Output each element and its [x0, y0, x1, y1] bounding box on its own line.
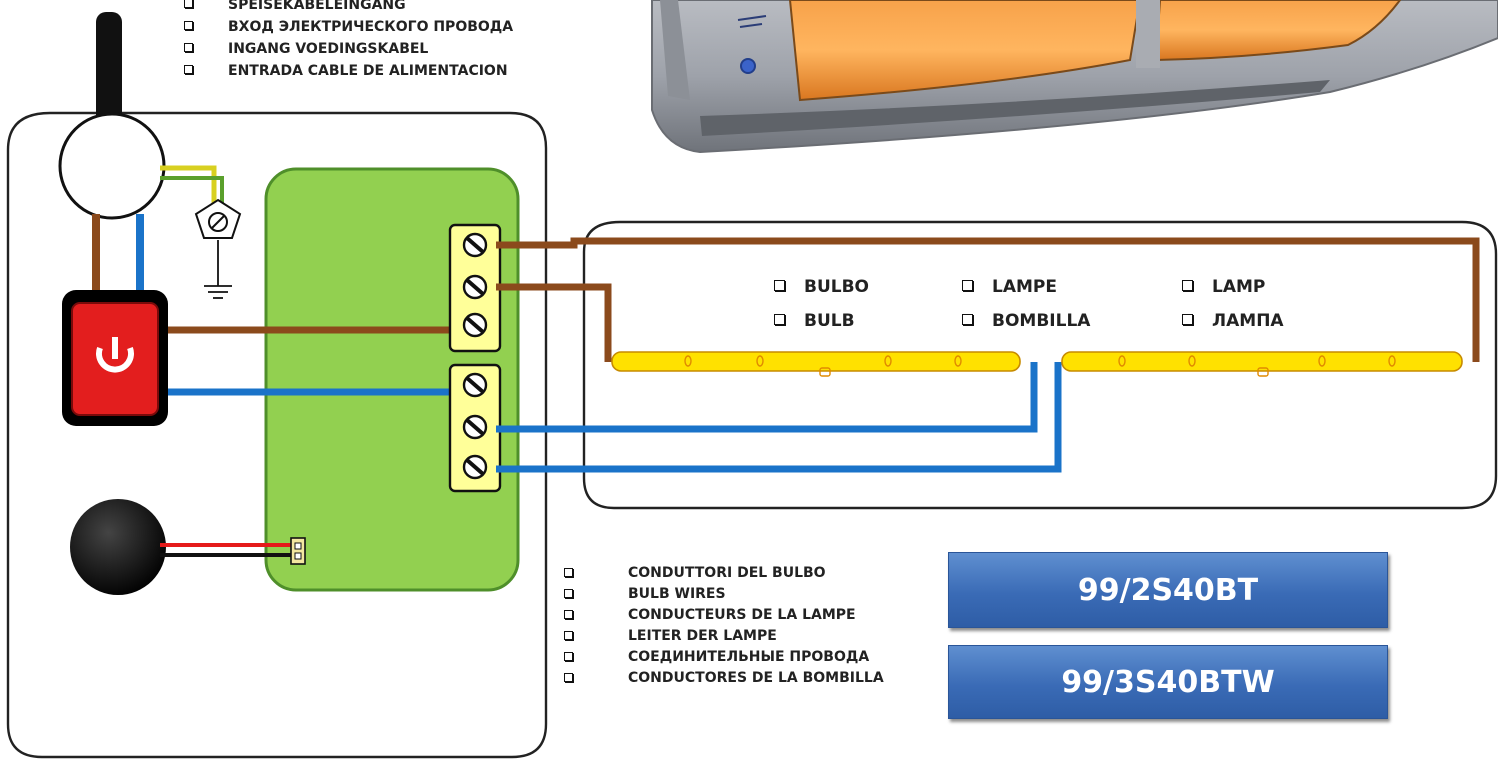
- label-item: CONDUCTEURS DE LA LAMPE: [548, 605, 884, 626]
- bulb-labels-col-2: LAMPE BOMBILLA: [948, 270, 1090, 338]
- heater-bulb-left: [611, 351, 1021, 377]
- sensor-knob: [70, 499, 166, 595]
- earth-symbol-icon: [194, 198, 242, 299]
- heater-image: [651, 0, 1498, 154]
- heater-indicator-light: [740, 58, 756, 74]
- bulb-live-wires: [496, 237, 1480, 362]
- label-item: ЛАМПА: [1168, 304, 1284, 338]
- label-item: ВХОД ЭЛЕКТРИЧЕСКОГО ПРОВОДА: [168, 16, 513, 38]
- bulb-labels-col-3: LAMP ЛАМПА: [1168, 270, 1284, 338]
- label-item: ENTRADA CABLE DE ALIMENTACION: [168, 60, 513, 82]
- model-number-badge: 99/3S40BTW: [948, 645, 1388, 719]
- label-item: СОЕДИНИТЕЛЬНЫЕ ПРОВОДА: [548, 647, 884, 668]
- label-item: LEITER DER LAMPE: [548, 626, 884, 647]
- label-item: BOMBILLA: [948, 304, 1090, 338]
- label-item: INGANG VOEDINGSKABEL: [168, 38, 513, 60]
- label-item: LAMP: [1168, 270, 1284, 304]
- earth-wire: [160, 165, 224, 212]
- label-item: CONDUCTORES DE LA BOMBILLA: [548, 668, 884, 689]
- power-cable: [96, 12, 122, 142]
- label-item: BULB: [760, 304, 869, 338]
- label-item: SPEISEKABELEINGANG: [168, 0, 513, 16]
- label-item: CONDUTTORI DEL BULBO: [548, 563, 884, 584]
- terminal-block-lower: [448, 363, 502, 493]
- power-switch-icon: [62, 290, 168, 426]
- bulb-wire-labels: CONDUTTORI DEL BULBO BULB WIRES CONDUCTE…: [548, 563, 884, 689]
- label-item: BULB WIRES: [548, 584, 884, 605]
- bulb-neutral-wires: [496, 362, 1062, 473]
- heater-bulb-right: [1061, 351, 1463, 377]
- power-cable-entry-labels: SPEISEKABELEINGANG ВХОД ЭЛЕКТРИЧЕСКОГО П…: [168, 0, 513, 82]
- sensor-connector: [290, 537, 306, 565]
- terminal-block-upper: [448, 223, 502, 353]
- cable-gland: [58, 112, 166, 220]
- label-item: BULBO: [760, 270, 869, 304]
- model-number-badge: 99/2S40BT: [948, 552, 1388, 628]
- label-item: LAMPE: [948, 270, 1090, 304]
- bulb-labels-col-1: BULBO BULB: [760, 270, 869, 338]
